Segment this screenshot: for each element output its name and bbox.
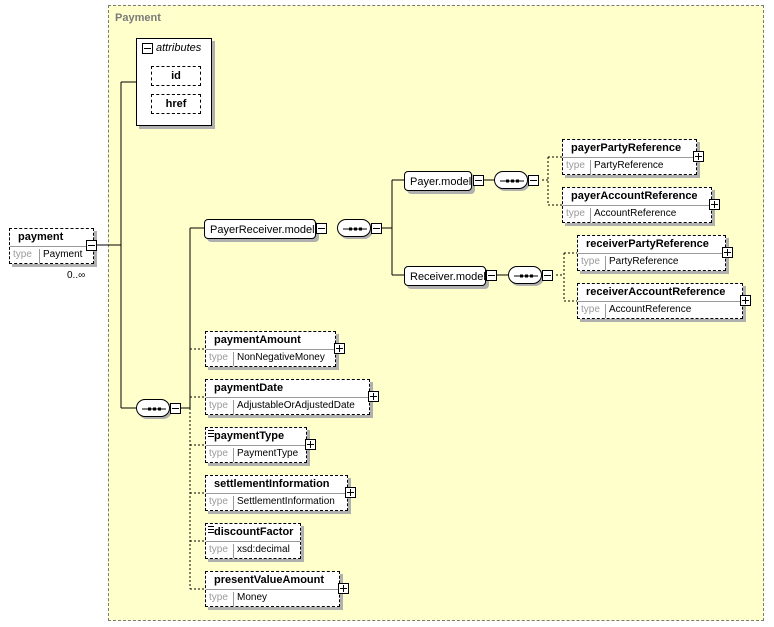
separator xyxy=(578,253,725,254)
separator xyxy=(206,541,300,542)
sequence-icon xyxy=(500,179,524,183)
type-keyword: type xyxy=(209,352,228,363)
separator xyxy=(563,157,696,158)
separator xyxy=(10,246,93,247)
type-keyword: type xyxy=(581,304,600,315)
element-name: payerAccountReference xyxy=(571,190,698,202)
separator xyxy=(578,301,742,302)
element-type: PartyReference xyxy=(590,160,663,174)
expand-icon[interactable] xyxy=(345,487,356,498)
sequence-icon xyxy=(142,407,166,411)
type-keyword: type xyxy=(581,256,600,267)
type-keyword: type xyxy=(209,448,228,459)
sequence-icon xyxy=(514,274,538,278)
element-type: NonNegativeMoney xyxy=(233,352,325,366)
element-payer-party-reference[interactable]: payerPartyReference type PartyReference xyxy=(562,139,697,175)
element-name: paymentDate xyxy=(214,382,284,394)
element-payment-amount[interactable]: paymentAmount type NonNegativeMoney xyxy=(205,331,336,367)
type-keyword: type xyxy=(566,208,585,219)
separator xyxy=(206,493,347,494)
root-element-payment[interactable]: payment type Payment xyxy=(9,228,94,264)
element-settlement-information[interactable]: settlementInformation type SettlementInf… xyxy=(205,475,348,511)
element-name: settlementInformation xyxy=(214,478,330,490)
payer-receiver-model[interactable]: PayerReceiver.model xyxy=(204,219,316,239)
collapse-icon[interactable] xyxy=(371,223,382,234)
collapse-icon[interactable] xyxy=(542,270,553,281)
group-title: Payment xyxy=(115,12,161,24)
element-payment-date[interactable]: paymentDate type AdjustableOrAdjustedDat… xyxy=(205,379,370,415)
element-type: xsd:decimal xyxy=(233,544,290,558)
element-receiver-party-reference[interactable]: receiverPartyReference type PartyReferen… xyxy=(577,235,726,271)
element-name: receiverAccountReference xyxy=(586,286,726,298)
collapse-icon[interactable] xyxy=(86,240,97,251)
element-payer-account-reference[interactable]: payerAccountReference type AccountRefere… xyxy=(562,187,712,223)
collapse-icon[interactable] xyxy=(486,270,497,281)
sequence-compositor xyxy=(337,219,371,237)
root-cardinality: 0..∞ xyxy=(67,270,86,281)
type-keyword: type xyxy=(209,544,228,555)
collapse-icon[interactable] xyxy=(170,403,181,414)
attribute-href[interactable]: href xyxy=(151,94,201,114)
payer-model[interactable]: Payer.model xyxy=(404,171,472,191)
element-discount-factor[interactable]: discountFactor type xsd:decimal xyxy=(205,523,301,559)
separator xyxy=(206,445,306,446)
model-label: Receiver.model xyxy=(410,271,486,283)
element-receiver-account-reference[interactable]: receiverAccountReference type AccountRef… xyxy=(577,283,743,319)
collapse-icon[interactable] xyxy=(473,175,484,186)
expand-icon[interactable] xyxy=(305,439,316,450)
sequence-icon xyxy=(343,227,367,231)
model-label: Payer.model xyxy=(410,176,472,188)
type-keyword: type xyxy=(209,592,228,603)
element-type: AccountReference xyxy=(590,208,676,222)
separator xyxy=(206,589,339,590)
expand-icon[interactable] xyxy=(693,151,704,162)
root-element-type: Payment xyxy=(39,249,82,263)
element-type: Money xyxy=(233,592,267,606)
expand-icon[interactable] xyxy=(740,295,751,306)
element-name: receiverPartyReference xyxy=(586,238,709,250)
element-present-value-amount[interactable]: presentValueAmount type Money xyxy=(205,571,340,607)
attributes-label: attributes xyxy=(156,42,202,54)
element-payment-type[interactable]: paymentType type PaymentType xyxy=(205,427,307,463)
expand-icon[interactable] xyxy=(709,199,720,210)
element-type: PaymentType xyxy=(233,448,298,462)
expand-icon[interactable] xyxy=(722,247,733,258)
element-name: payerPartyReference xyxy=(571,142,682,154)
separator xyxy=(206,349,335,350)
sequence-compositor xyxy=(136,399,170,417)
attribute-id[interactable]: id xyxy=(151,66,201,86)
sequence-compositor xyxy=(508,266,542,284)
collapse-icon[interactable] xyxy=(528,175,539,186)
documentation-icon xyxy=(208,526,214,533)
collapse-icon[interactable] xyxy=(316,223,327,234)
element-type: SettlementInformation xyxy=(233,496,335,510)
element-name: discountFactor xyxy=(214,526,294,538)
expand-icon[interactable] xyxy=(334,343,345,354)
type-keyword: type xyxy=(566,160,585,171)
element-name: paymentAmount xyxy=(214,334,301,346)
element-type: PartyReference xyxy=(605,256,678,270)
sequence-compositor xyxy=(494,171,528,189)
separator xyxy=(206,397,369,398)
root-element-name: payment xyxy=(18,231,64,243)
element-type: AccountReference xyxy=(605,304,691,318)
separator xyxy=(563,205,711,206)
receiver-model[interactable]: Receiver.model xyxy=(404,266,486,286)
element-name: paymentType xyxy=(214,430,285,442)
documentation-icon xyxy=(208,430,214,437)
expand-icon[interactable] xyxy=(368,391,379,402)
type-keyword: type xyxy=(13,249,32,260)
collapse-icon[interactable] xyxy=(142,43,153,54)
model-label: PayerReceiver.model xyxy=(210,224,315,236)
type-keyword: type xyxy=(209,496,228,507)
element-name: presentValueAmount xyxy=(214,574,325,586)
expand-icon[interactable] xyxy=(338,583,349,594)
type-keyword: type xyxy=(209,400,228,411)
element-type: AdjustableOrAdjustedDate xyxy=(233,400,355,414)
